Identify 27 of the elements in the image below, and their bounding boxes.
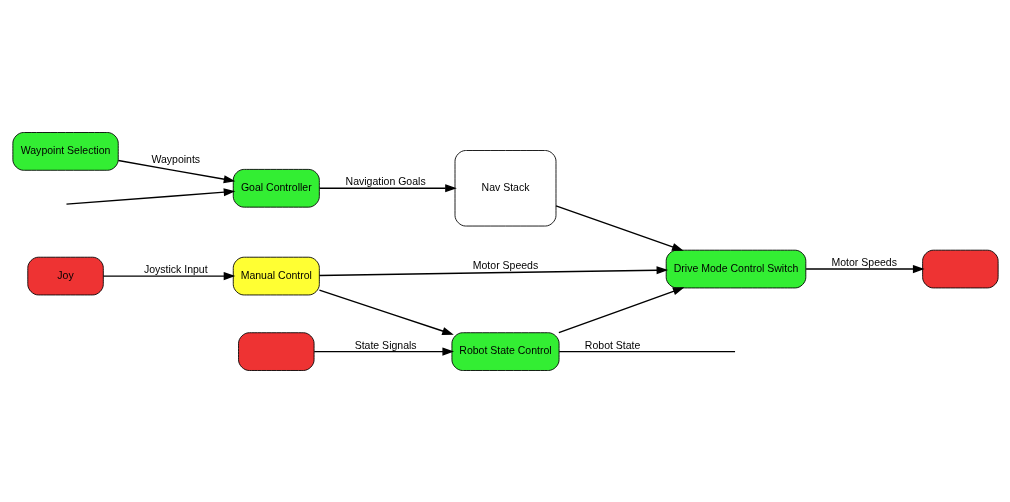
connector xyxy=(557,350,736,352)
arrow xyxy=(318,183,457,192)
edge-label: Robot State xyxy=(584,338,640,351)
node-box: Goal Controller xyxy=(232,168,320,208)
node-box: Robot State Control xyxy=(451,331,559,371)
edge-label: Navigation Goals xyxy=(345,174,426,187)
arrow xyxy=(102,271,235,280)
arrow xyxy=(318,288,454,335)
node-box xyxy=(237,331,314,371)
edge-label: State Signals xyxy=(354,338,417,351)
node-box: Nav Stack xyxy=(454,149,556,226)
edge-label: Joystick Input xyxy=(143,262,208,275)
node-box: Manual Control xyxy=(232,256,320,295)
arrow xyxy=(554,204,684,251)
node-box: Joy xyxy=(26,256,104,295)
arrow xyxy=(117,159,235,183)
node-box xyxy=(921,249,999,288)
arrow xyxy=(65,187,235,205)
arrow xyxy=(804,264,925,273)
node-box: Drive Mode Control Switch xyxy=(665,249,806,288)
edge-label: Motor Speeds xyxy=(472,258,538,271)
edge-label: Motor Speeds xyxy=(830,255,897,268)
edge-label: Waypoints xyxy=(150,152,200,165)
arrow xyxy=(318,265,668,276)
arrow xyxy=(557,286,684,333)
arrow xyxy=(313,347,454,356)
node-box: Waypoint Selection xyxy=(11,131,119,171)
